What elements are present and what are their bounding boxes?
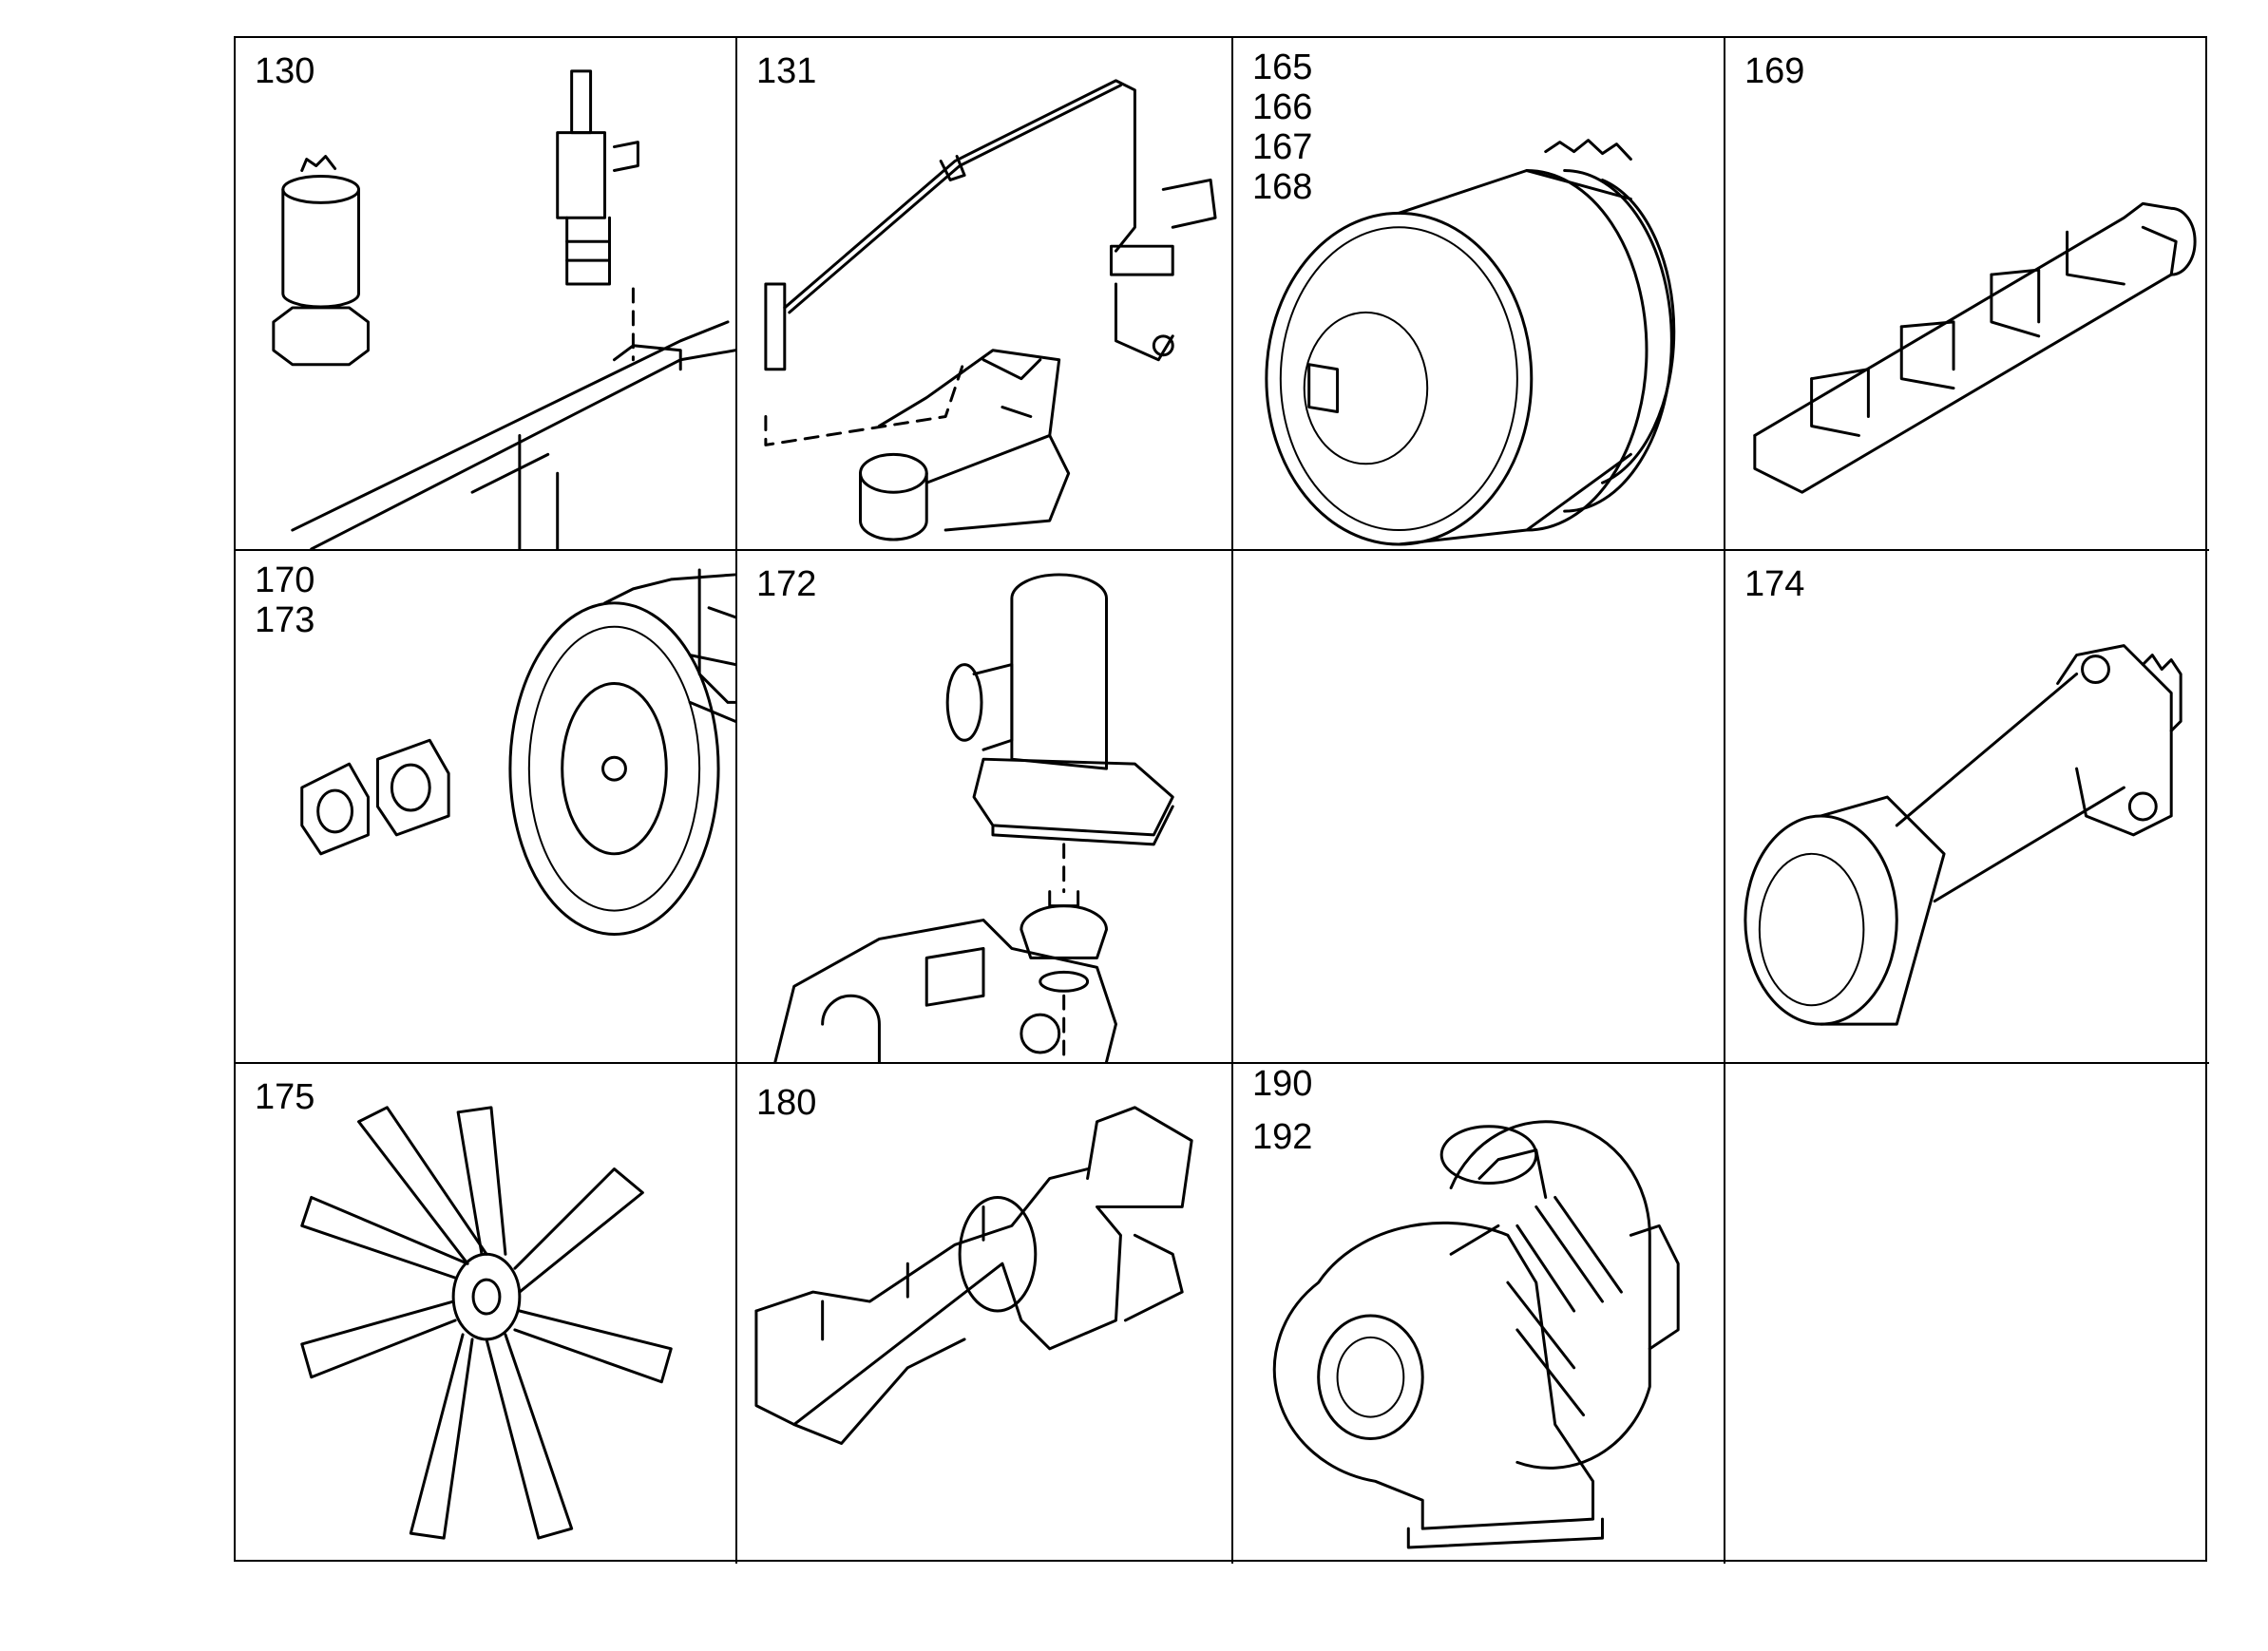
- flywheel-housing-drawing: [300, 568, 735, 936]
- vibration-damper-drawing: [1265, 139, 1676, 546]
- turbocharger-drawing: [1272, 1120, 1680, 1549]
- cell-169[interactable]: 169: [1725, 38, 2209, 551]
- thermostat-housing-drawing: [773, 573, 1174, 1062]
- cell-190-192[interactable]: 190 192: [1233, 1064, 1725, 1564]
- exhaust-manifold-icon: [754, 1106, 1193, 1445]
- engine-block-outline: [291, 320, 735, 549]
- part-number: 166: [1252, 87, 1313, 127]
- intake-manifold-drawing: [1753, 201, 2197, 494]
- thermostat-housing-icon: [945, 573, 1174, 1062]
- cell-180[interactable]: 180: [737, 1064, 1233, 1564]
- flywheel-housing-icon: [508, 568, 735, 936]
- part-number: 172: [756, 564, 817, 604]
- fuel-line-and-sensor-drawing: [764, 79, 1217, 541]
- gasket-icon: [300, 738, 450, 856]
- parts-diagram-grid: 130: [234, 36, 2209, 1564]
- part-number: 173: [255, 600, 315, 640]
- cell-165-168[interactable]: 165 166 167 168: [1233, 38, 1725, 551]
- cell-130[interactable]: 130: [236, 38, 737, 551]
- part-numbers: 172: [756, 564, 816, 604]
- cell-empty-2: [1725, 1064, 2209, 1564]
- part-numbers: 190 192: [1252, 1064, 1312, 1157]
- exhaust-manifold-drawing: [754, 1106, 1193, 1445]
- part-number: 167: [1252, 127, 1313, 167]
- part-numbers: 131: [756, 51, 816, 91]
- part-numbers: 165 166 167 168: [1252, 47, 1312, 207]
- part-numbers: 130: [255, 51, 314, 91]
- sensor-icon: [764, 178, 1217, 371]
- cell-175[interactable]: 175: [236, 1064, 737, 1564]
- part-number: 170: [255, 560, 315, 600]
- fuel-filter-icon: [272, 155, 370, 367]
- part-number: 174: [1744, 564, 1805, 604]
- cell-170-173[interactable]: 170 173: [236, 551, 737, 1064]
- vibration-damper-icon: [1265, 139, 1676, 546]
- intake-manifold-icon: [1753, 201, 2197, 494]
- part-number: 131: [756, 51, 817, 91]
- turbocharger-icon: [1272, 1120, 1680, 1549]
- drive-shaft-drawing: [1744, 644, 2182, 1026]
- cell-empty-1: [1233, 551, 1725, 1064]
- part-number: 175: [255, 1077, 315, 1117]
- part-number: 169: [1744, 51, 1805, 91]
- fan-icon: [300, 1106, 673, 1540]
- part-number: 168: [1252, 167, 1313, 207]
- part-numbers: 169: [1744, 51, 1804, 91]
- drive-shaft-icon: [1744, 644, 2182, 1026]
- part-number: 165: [1252, 47, 1313, 87]
- part-number: 130: [255, 51, 315, 91]
- cell-174[interactable]: 174: [1725, 551, 2209, 1064]
- engine-block-outline: [773, 919, 1117, 1062]
- part-number: 190: [1252, 1064, 1313, 1104]
- fan-drawing: [300, 1106, 673, 1540]
- fuel-filter-and-injector-drawing: [272, 69, 735, 549]
- part-numbers: 175: [255, 1077, 314, 1117]
- pump-housing: [764, 349, 1071, 541]
- cell-172[interactable]: 172: [737, 551, 1233, 1064]
- part-number: 180: [756, 1083, 817, 1123]
- part-numbers: 174: [1744, 564, 1804, 604]
- cell-131[interactable]: 131: [737, 38, 1233, 551]
- part-number: 192: [1252, 1117, 1313, 1157]
- part-numbers: 180: [756, 1083, 816, 1123]
- fuel-line-icon: [783, 79, 1136, 314]
- part-numbers: 170 173: [255, 560, 314, 640]
- injector-icon: [556, 69, 639, 362]
